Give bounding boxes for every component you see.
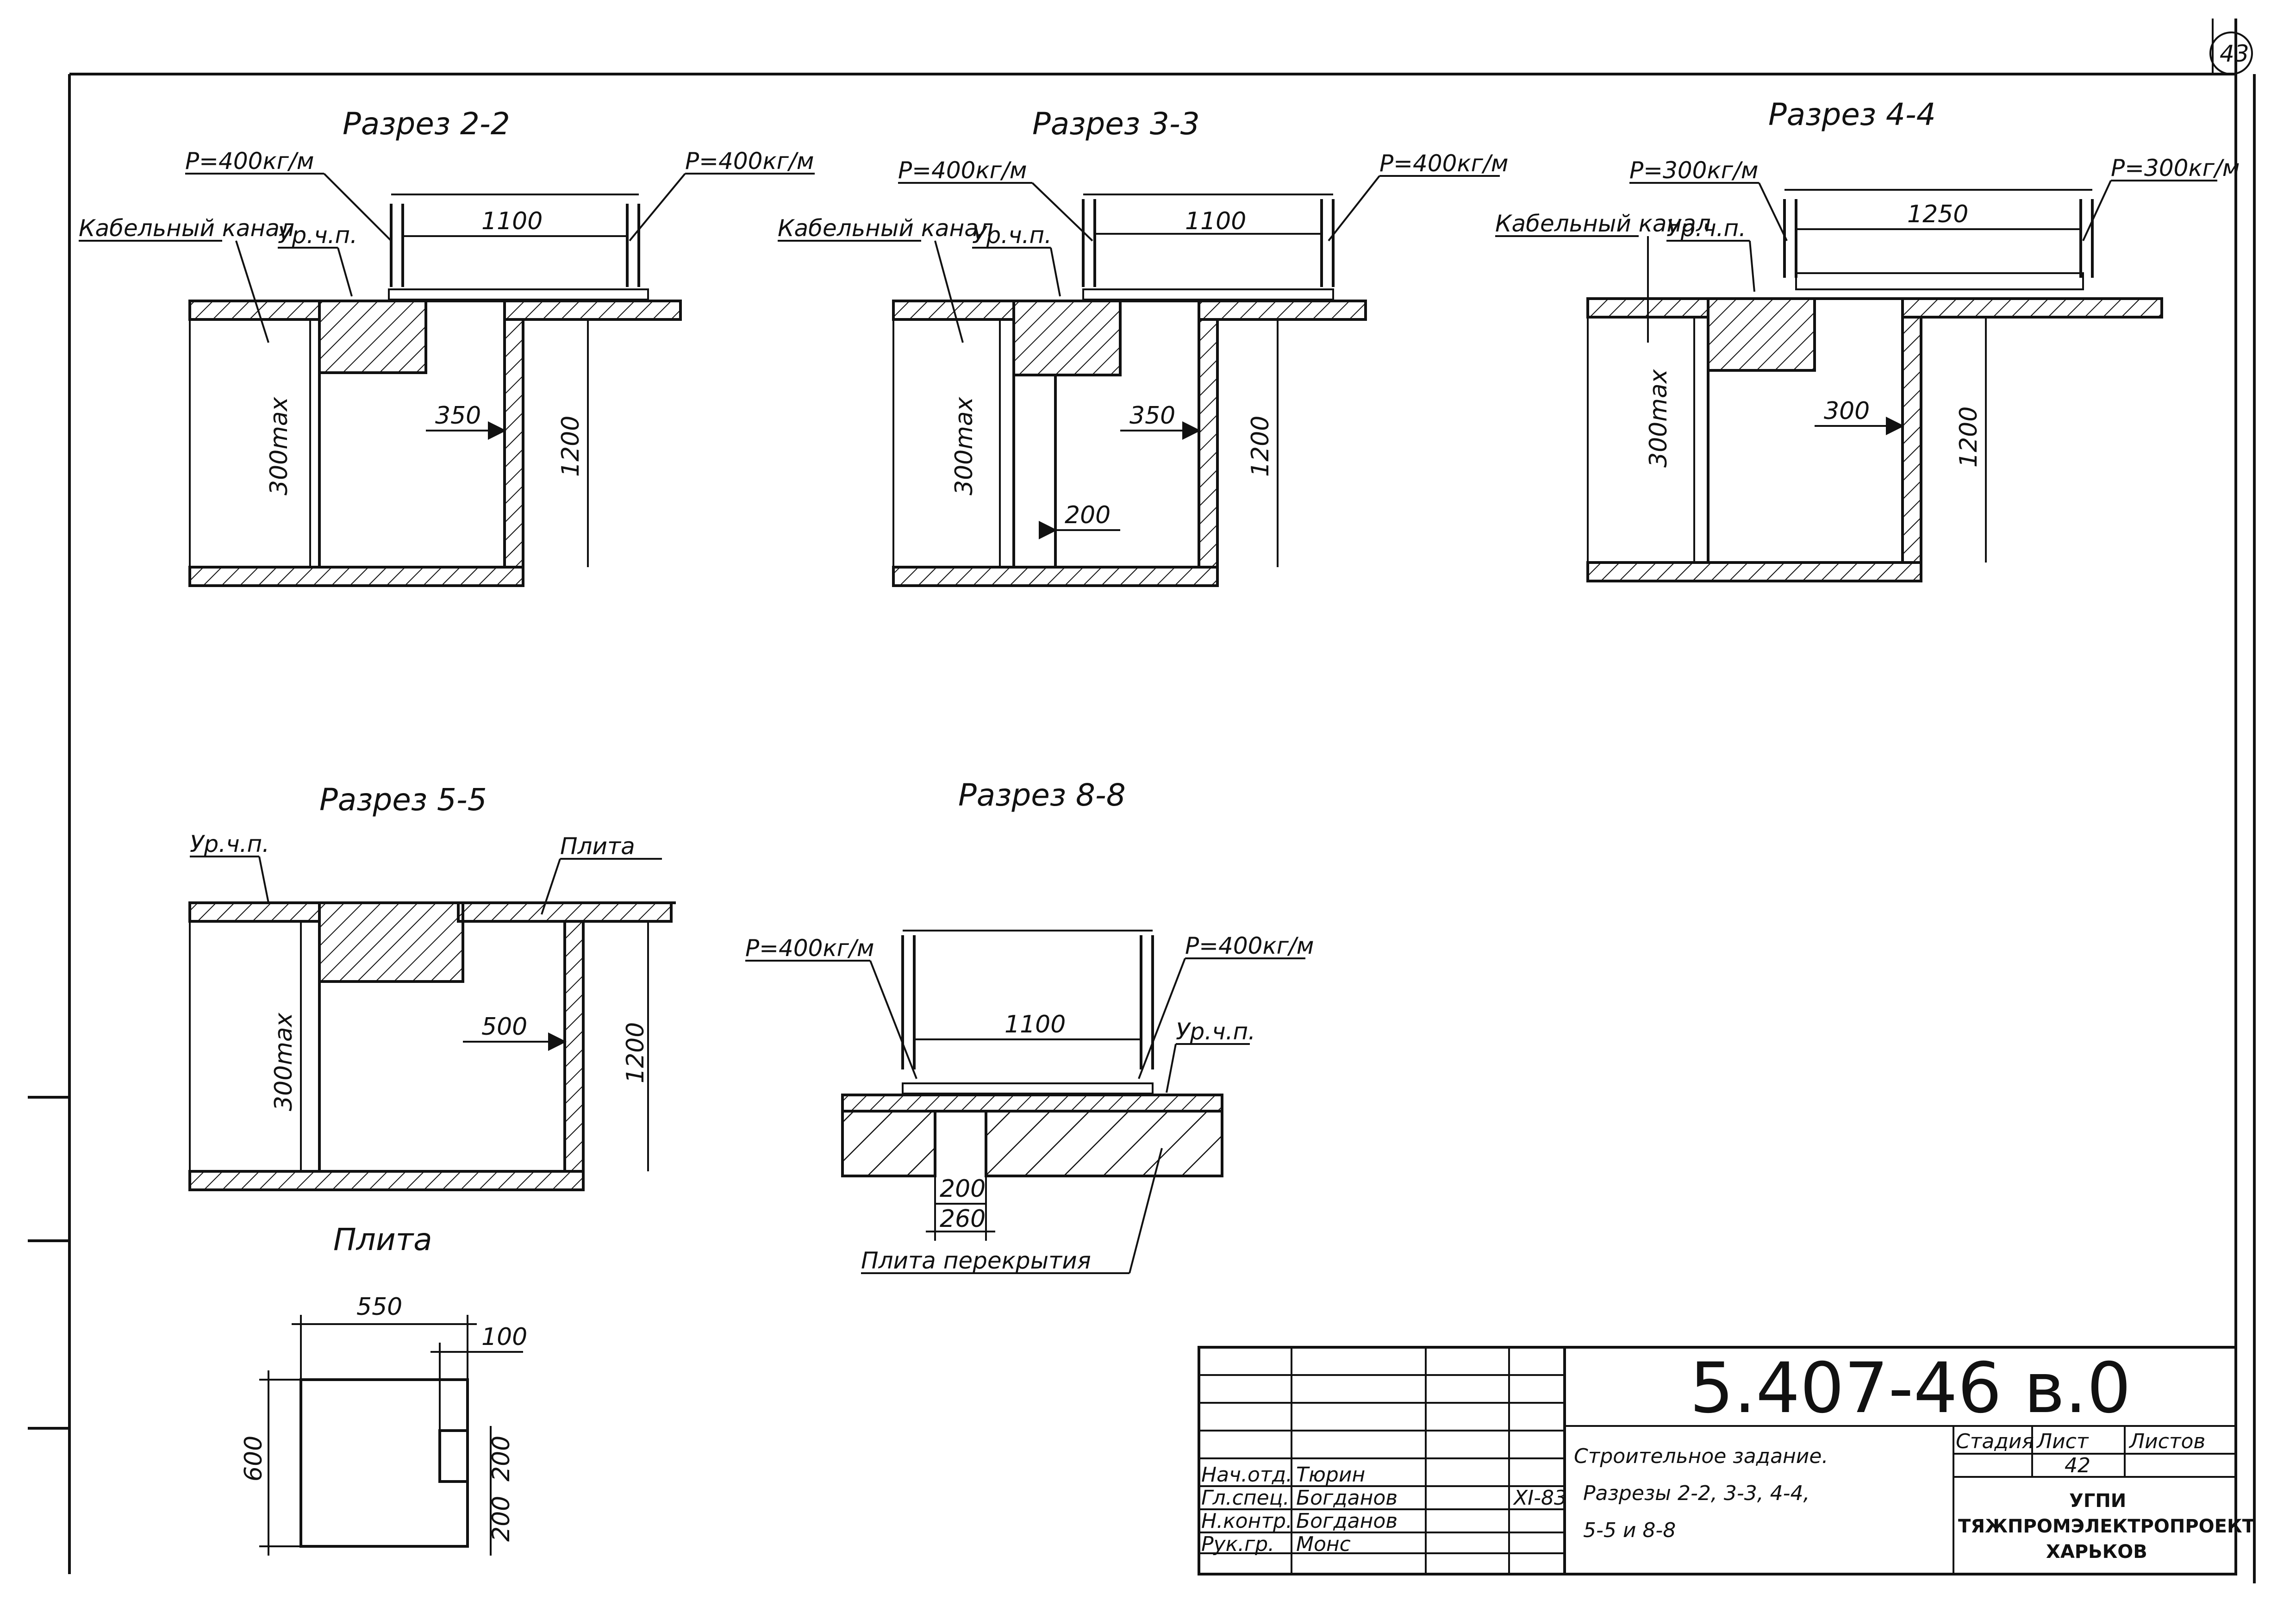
role-1: Нач.отд. [1201, 1463, 1292, 1487]
section-title: Разрез 3-3 [1032, 106, 1200, 142]
section-title: Разрез 4-4 [1768, 97, 1936, 132]
description-line1: Строительное задание. [1574, 1444, 1828, 1468]
drawing-code: 5.407-46 в.0 [1690, 1348, 2131, 1429]
slab-label: Плита [560, 833, 635, 860]
height-dim: 1200 [1247, 416, 1274, 477]
floor-level-label: Ур.ч.п. [972, 222, 1052, 249]
sheets-label: Листов [2128, 1430, 2205, 1453]
section-4-4: Разрез 4-4 P=300кг/м P=300кг/м Кабельный… [1495, 97, 2240, 582]
span-dim: 1250 [1907, 200, 1968, 228]
name-3: Богданов [1296, 1509, 1398, 1533]
dim-200: 200 [940, 1175, 986, 1203]
span-dim: 1100 [1185, 207, 1246, 235]
plate-height-dim: 600 [240, 1436, 268, 1482]
max-dim: 300max [270, 1012, 298, 1111]
dim-260: 260 [940, 1205, 986, 1233]
title-block: 5.407-46 в.0 Строительное задание. Разре… [1198, 1346, 2255, 1575]
name-4: Монс [1296, 1532, 1351, 1556]
cable-channel-label: Кабельный канал [79, 215, 294, 242]
plate-notch-dim: 100 [481, 1323, 527, 1351]
inner-dim: 200 [1065, 501, 1111, 529]
height-dim: 1200 [1955, 406, 1983, 468]
cable-channel-label: Кабельный канал [778, 215, 993, 242]
name-2: Богданов [1296, 1486, 1398, 1510]
name-1: Тюрин [1296, 1463, 1365, 1487]
role-3: Н.контр. [1201, 1509, 1292, 1533]
load-label-left: P=300кг/м [1629, 157, 1759, 184]
load-label-right: P=400кг/м [685, 148, 814, 175]
width-dim: 350 [435, 402, 481, 430]
section-3-3: Разрез 3-3 P=400кг/м P=400кг/м Кабельный… [778, 106, 1509, 587]
sheet-value: 42 [2065, 1454, 2090, 1477]
floor-level-label: Ур.ч.п. [1176, 1018, 1255, 1045]
section-title: Разрез 2-2 [343, 106, 510, 142]
org-line1: УГПИ [2069, 1490, 2126, 1512]
description-line3: 5-5 и 8-8 [1583, 1519, 1676, 1542]
load-label-left: P=400кг/м [898, 157, 1027, 184]
width-dim: 500 [481, 1013, 527, 1041]
floor-level-label: Ур.ч.п. [278, 222, 357, 249]
load-label-left: P=400кг/м [745, 935, 874, 962]
span-dim: 1100 [1004, 1011, 1066, 1038]
max-dim: 300max [265, 396, 293, 495]
role-2: Гл.спец. [1201, 1486, 1290, 1510]
plate-detail: Плита 550 100 600 200 200 [240, 1222, 527, 1556]
org-line2: ТЯЖПРОМЭЛЕКТРОПРОЕКТ [1958, 1516, 2255, 1537]
section-title: Разрез 5-5 [319, 782, 487, 818]
load-label-right: P=400кг/м [1379, 150, 1509, 177]
approval-date: XI-83 [1513, 1486, 1567, 1510]
section-title: Разрез 8-8 [958, 777, 1126, 813]
org-line3: ХАРЬКОВ [2046, 1541, 2147, 1563]
max-dim: 300max [950, 396, 978, 495]
stage-label: Стадия [1956, 1430, 2034, 1453]
section-2-2: Разрез 2-2 P=400кг/м P=400кг/м Кабельный… [79, 106, 815, 587]
sheet-frame [28, 19, 2256, 1583]
section-5-5: Разрез 5-5 Ур.ч.п. Плита 500 300max 1200 [188, 782, 676, 1191]
height-dim: 1200 [557, 416, 585, 477]
section-8-8: Разрез 8-8 P=400кг/м P=400кг/м 1100 Ур.ч… [745, 777, 1314, 1274]
floor-level-label: Ур.ч.п. [1666, 215, 1746, 242]
load-label-left: P=400кг/м [185, 148, 314, 175]
load-label-right: P=400кг/м [1185, 932, 1314, 959]
cable-channel-label: Кабельный канал [1495, 210, 1711, 237]
plate-a-dim: 200 [487, 1436, 515, 1482]
plate-b-dim: 200 [487, 1496, 515, 1542]
role-4: Рук.гр. [1201, 1532, 1274, 1556]
description-line2: Разрезы 2-2, 3-3, 4-4, [1583, 1482, 1810, 1505]
sheet-circle-number: 43 [2220, 40, 2249, 67]
span-dim: 1100 [481, 207, 543, 235]
plate-width-dim: 550 [356, 1293, 402, 1321]
width-dim: 300 [1824, 397, 1870, 425]
plate-title: Плита [333, 1222, 432, 1257]
floor-level-label: Ур.ч.п. [190, 831, 269, 857]
max-dim: 300max [1645, 369, 1672, 468]
load-label-right: P=300кг/м [2111, 155, 2240, 181]
height-dim: 1200 [622, 1022, 649, 1083]
width-dim: 350 [1129, 402, 1175, 430]
floor-slab-label: Плита перекрытия [861, 1247, 1091, 1274]
sheet-label: Лист [2036, 1430, 2089, 1453]
